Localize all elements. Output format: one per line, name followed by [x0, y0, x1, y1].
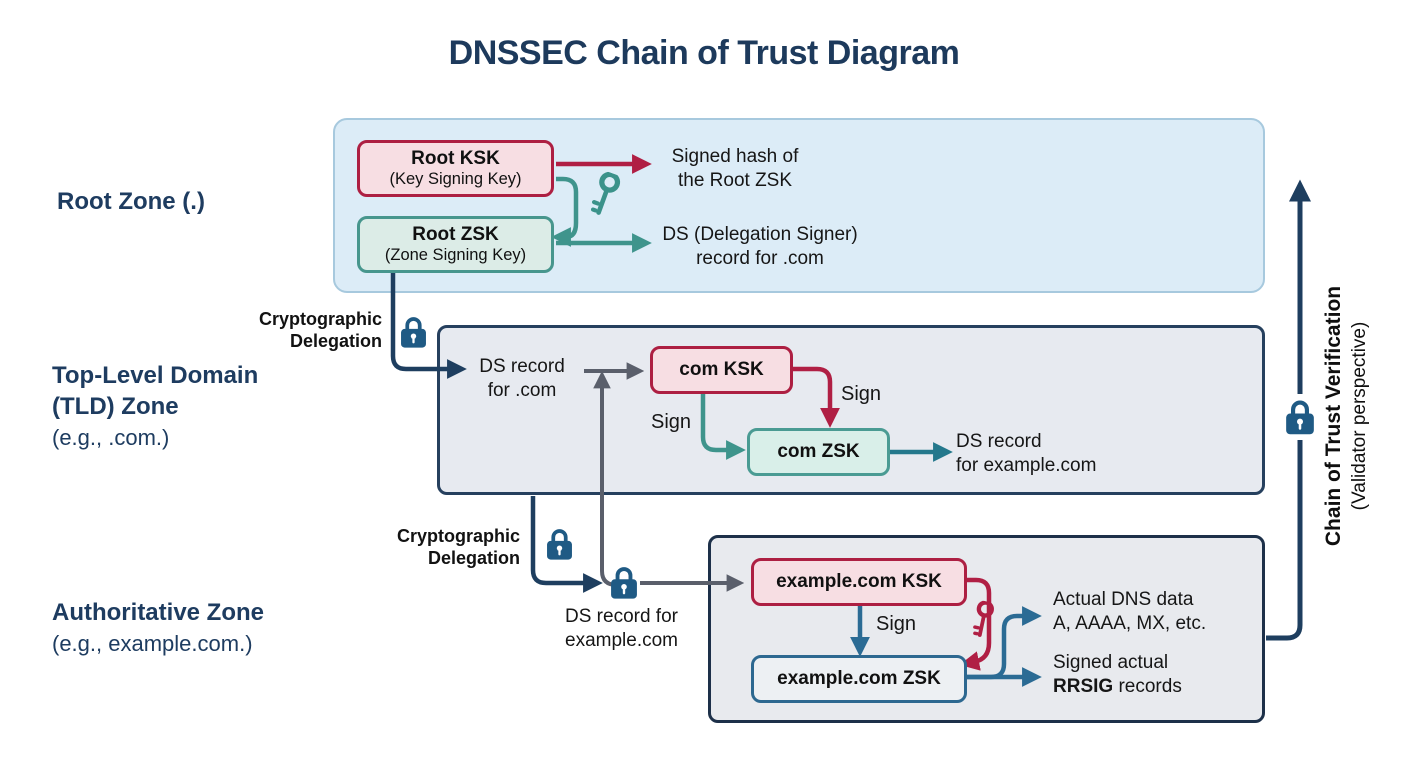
ds-record-for-example-label: DS record for example.com	[565, 605, 678, 653]
ds-record-com-line2: for .com	[487, 380, 557, 401]
ds-record-example-line2: for example.com	[956, 455, 1097, 476]
example-zsk-box: example.com ZSK	[751, 655, 967, 703]
root-zone-label: Root Zone (.)	[57, 186, 205, 217]
ds-delegation-line1: DS (Delegation Signer)	[662, 224, 858, 245]
ds-delegation-signer-label: DS (Delegation Signer) record for .com	[650, 223, 870, 271]
ds-delegation-line2: record for .com	[696, 248, 824, 269]
tld-zone-line3: (e.g., .com.)	[52, 425, 170, 450]
example-zsk-title: example.com ZSK	[777, 667, 941, 689]
root-ksk-subtitle: (Key Signing Key)	[389, 169, 522, 188]
lock-icon-delegation-1	[400, 315, 427, 349]
root-zsk-title: Root ZSK	[412, 223, 499, 245]
signed-hash-label: Signed hash of the Root ZSK	[650, 145, 820, 193]
chain-of-trust-label: Chain of Trust Verification (Validator p…	[1320, 226, 1376, 606]
ds-record-com-label: DS record for .com	[463, 355, 581, 403]
com-zsk-box: com ZSK	[747, 428, 890, 476]
root-zone-label-text: Root Zone (.)	[57, 188, 205, 215]
root-ksk-title: Root KSK	[411, 147, 500, 169]
actual-dns-line1: Actual DNS data	[1053, 589, 1194, 610]
actual-dns-line2: A, AAAA, MX, etc.	[1053, 613, 1207, 634]
ds-for-example-line2: example.com	[565, 630, 678, 651]
sign-label-auth: Sign	[876, 613, 917, 635]
root-zsk-box: Root ZSK (Zone Signing Key)	[357, 216, 554, 273]
com-zsk-title: com ZSK	[777, 440, 860, 462]
signed-rrsig-line1: Signed actual	[1053, 652, 1169, 673]
crypto1-line2: Delegation	[289, 331, 382, 351]
lock-icon-ds-junction	[610, 565, 638, 600]
example-ksk-box: example.com KSK	[751, 558, 967, 606]
ds-for-example-line1: DS record for	[565, 606, 678, 627]
example-ksk-title: example.com KSK	[776, 570, 942, 592]
signed-rrsig-line2: RRSIG records	[1053, 675, 1182, 699]
rrsig-bold: RRSIG	[1053, 676, 1114, 697]
sign-label-teal: Sign	[651, 411, 692, 433]
signed-rrsig-label: Signed actual RRSIG records	[1053, 651, 1182, 699]
page-title: DNSSEC Chain of Trust Diagram	[448, 34, 960, 72]
crypto2-line2: Delegation	[427, 548, 520, 568]
crypto2-line1: Cryptographic	[396, 526, 520, 546]
root-zsk-subtitle: (Zone Signing Key)	[384, 245, 527, 264]
rrsig-rest: records	[1113, 676, 1182, 697]
chain-line2: (Validator perspective)	[1349, 321, 1370, 511]
ds-record-example-line1: DS record	[956, 431, 1042, 452]
tld-zone-line2: (TLD) Zone	[52, 393, 179, 420]
cryptographic-delegation-label-1: Cryptographic Delegation	[200, 308, 382, 352]
tld-zone-label: Top-Level Domain (TLD) Zone (e.g., .com.…	[52, 360, 258, 453]
com-ksk-box: com KSK	[650, 346, 793, 394]
auth-zone-line2: (e.g., example.com.)	[52, 631, 253, 656]
lock-icon-chain-of-trust	[1285, 398, 1315, 436]
tld-zone-line1: Top-Level Domain	[52, 362, 259, 389]
cryptographic-delegation-label-2: Cryptographic Delegation	[338, 525, 520, 569]
chain-of-trust-line-lower	[1266, 440, 1303, 641]
auth-zone-label: Authoritative Zone (e.g., example.com.)	[52, 597, 264, 659]
crypto1-line1: Cryptographic	[258, 309, 382, 329]
lock-icon-delegation-2	[546, 527, 573, 561]
signed-hash-line1: Signed hash of	[671, 146, 799, 167]
chain-line1: Chain of Trust Verification	[1322, 285, 1345, 547]
root-ksk-box: Root KSK (Key Signing Key)	[357, 140, 554, 197]
actual-dns-data-label: Actual DNS data A, AAAA, MX, etc.	[1053, 588, 1206, 636]
auth-zone-line1: Authoritative Zone	[52, 599, 265, 626]
ds-record-com-line1: DS record	[479, 356, 565, 377]
com-ksk-title: com KSK	[679, 358, 764, 380]
ds-record-example-label: DS record for example.com	[956, 430, 1096, 478]
signed-hash-line2: the Root ZSK	[677, 170, 793, 191]
sign-label-red: Sign	[841, 383, 882, 405]
